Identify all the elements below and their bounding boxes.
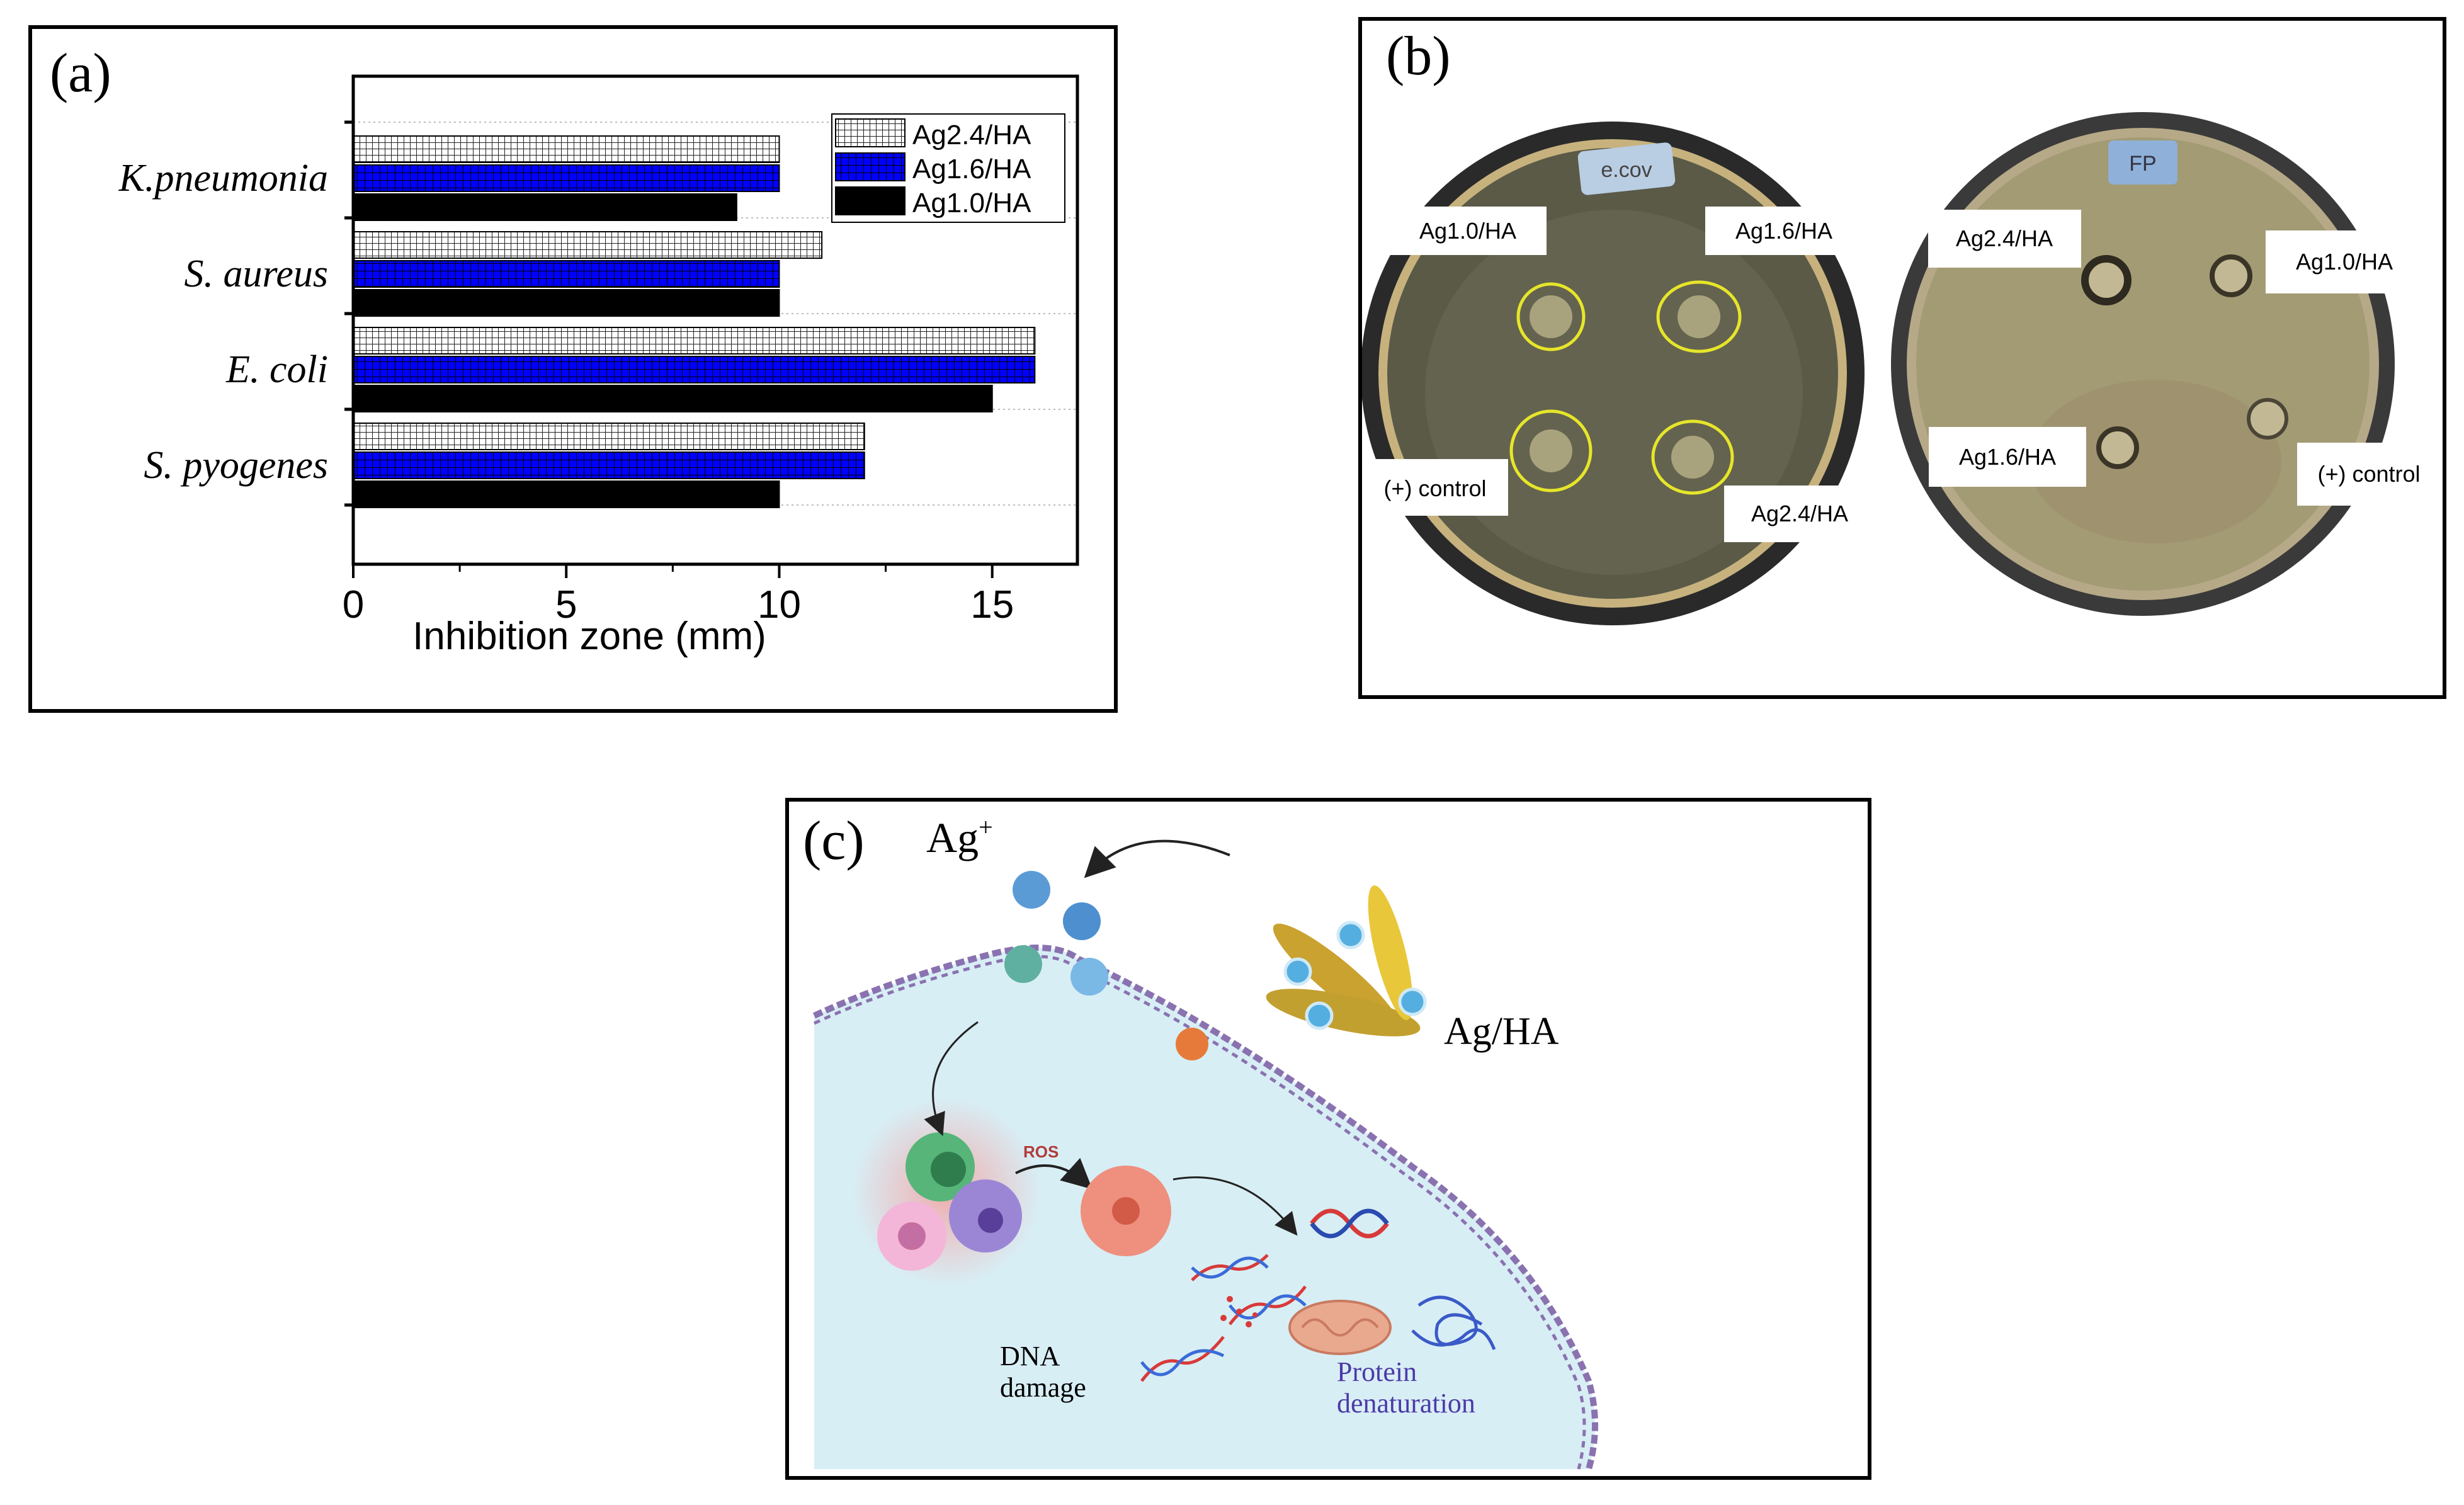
cell bbox=[814, 948, 1595, 1469]
immune-cells bbox=[877, 1132, 1022, 1271]
bar-chart: 0 5 10 15 K.pneumonia S. aureus E. coli S. pyo… bbox=[118, 74, 1079, 658]
bar-saureus-1 bbox=[353, 260, 780, 288]
panel-label-b: (b) bbox=[1386, 26, 1451, 87]
x-tick-label: 15 bbox=[970, 583, 1014, 627]
ag-ha-label: Ag/HA bbox=[1444, 1010, 1559, 1053]
ag-ha-nanorods bbox=[1266, 885, 1427, 1036]
legend-label: Ag1.0/HA bbox=[912, 188, 1031, 219]
category-label: E. coli bbox=[225, 348, 328, 391]
plate-right: FP Ag2.4/HA Ag1.0/HA Ag1.6/HA (+) contro… bbox=[1891, 112, 2441, 616]
legend-label: Ag2.4/HA bbox=[912, 120, 1031, 150]
plate-left-lid-label: e.cov bbox=[1601, 158, 1652, 182]
panel-label-a: (a) bbox=[50, 43, 111, 104]
ros-label: ROS bbox=[1023, 1142, 1059, 1161]
panel-b: (b) e.cov Ag1.0/HA Ag1.6/HA (+) contr bbox=[1358, 17, 2446, 699]
category-label: S. aureus bbox=[185, 253, 328, 295]
legend-swatch bbox=[835, 118, 906, 147]
bar-spyogenes-0 bbox=[353, 423, 865, 450]
legend-label: Ag1.6/HA bbox=[912, 154, 1031, 185]
panel-label-c: (c) bbox=[803, 810, 865, 872]
x-tick-label: 5 bbox=[555, 583, 577, 627]
ag-ion-label: Ag+ bbox=[926, 813, 993, 861]
plate-right-label-4: (+) control bbox=[2317, 461, 2420, 487]
plot-frame bbox=[351, 74, 1079, 566]
mechanism-diagram: Ag+ Ag/HA ROS bbox=[812, 813, 1598, 1470]
plate-left-label-4: Ag2.4/HA bbox=[1751, 501, 1848, 526]
dna-damage-label-line2: damage bbox=[1000, 1372, 1086, 1403]
protein-denaturation-label: Protein bbox=[1337, 1356, 1417, 1387]
ag-ion-particles bbox=[1004, 871, 1208, 1060]
bar-ecoli-1 bbox=[353, 356, 1036, 383]
panel-c: (c) Ag+ bbox=[785, 798, 1871, 1480]
plate-right-label-3: Ag1.6/HA bbox=[1959, 444, 2056, 470]
bar-saureus-0 bbox=[353, 231, 823, 259]
x-tick-label: 10 bbox=[758, 583, 801, 627]
plate-left-label-1: Ag1.0/HA bbox=[1419, 218, 1516, 244]
bar-ecoli-0 bbox=[353, 327, 1036, 355]
legend-swatch bbox=[835, 152, 906, 181]
plate-left: e.cov Ag1.0/HA Ag1.6/HA (+) control Ag2.… bbox=[1362, 122, 1875, 625]
plate-left-label-2: Ag1.6/HA bbox=[1735, 218, 1832, 244]
bar-ecoli-2 bbox=[353, 385, 993, 412]
bar-kpneumonia-2 bbox=[353, 193, 737, 221]
mitochondrion bbox=[1288, 1300, 1392, 1355]
bar-spyogenes-1 bbox=[353, 451, 865, 479]
denatured-protein bbox=[1411, 1295, 1496, 1350]
plate-left-label-3: (+) control bbox=[1383, 475, 1486, 501]
petri-dishes: e.cov Ag1.0/HA Ag1.6/HA (+) control Ag2.… bbox=[1362, 112, 2441, 625]
bar-kpneumonia-0 bbox=[353, 135, 780, 163]
plate-right-label-2: Ag1.0/HA bbox=[2296, 249, 2393, 275]
bar-saureus-2 bbox=[353, 289, 780, 317]
bar-kpneumonia-1 bbox=[353, 164, 780, 192]
plate-right-label-1: Ag2.4/HA bbox=[1956, 225, 2053, 251]
dna-damage-label: DNA bbox=[1000, 1341, 1060, 1372]
x-tick-label: 0 bbox=[343, 583, 364, 627]
category-label: K.pneumonia bbox=[118, 157, 328, 200]
x-axis-title: Inhibition zone (mm) bbox=[412, 615, 766, 658]
legend-swatch bbox=[835, 186, 906, 215]
protein-denaturation-label-line2: denaturation bbox=[1337, 1388, 1475, 1419]
bar-spyogenes-2 bbox=[353, 480, 780, 508]
category-label: S. pyogenes bbox=[144, 444, 328, 487]
dna-strands bbox=[1140, 1208, 1389, 1382]
cell-membrane bbox=[812, 945, 1598, 1470]
plate-right-lid-label: FP bbox=[2129, 152, 2156, 176]
